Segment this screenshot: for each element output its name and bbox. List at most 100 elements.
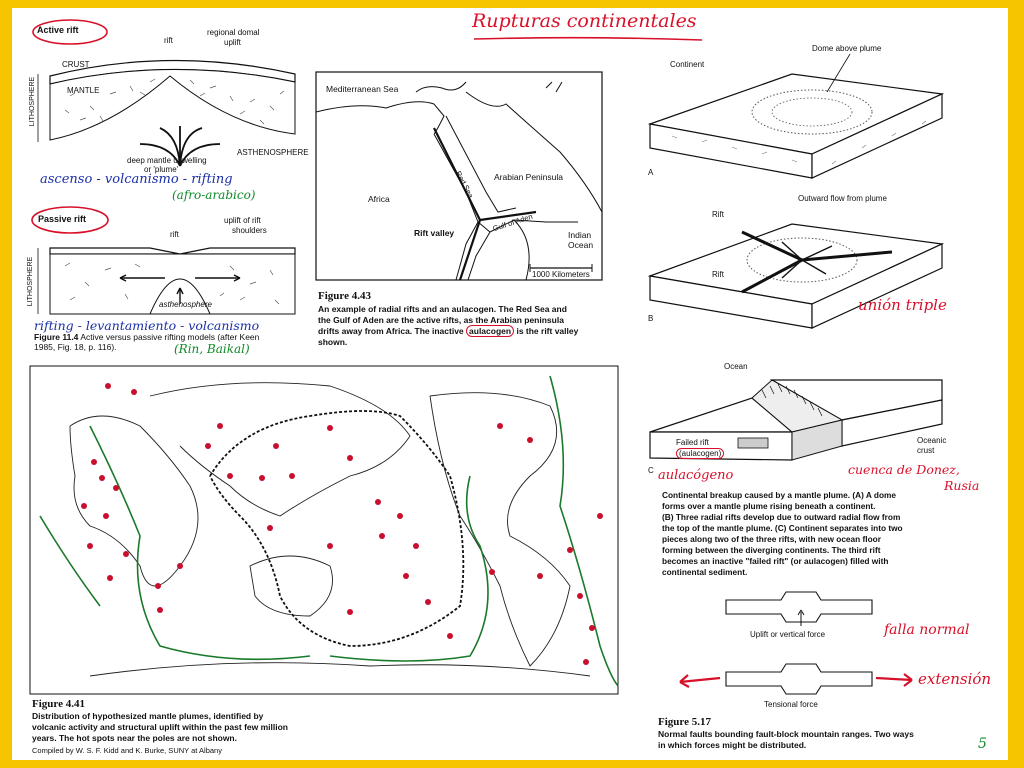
asthenosphere-label: ASTHENOSPHERE	[237, 148, 309, 157]
world-plume-map	[29, 365, 619, 695]
asthenosphere-label-2: asthenosphere	[159, 300, 212, 309]
title-underline	[473, 36, 703, 41]
upwelling-label-2: or 'plume'	[144, 165, 179, 174]
plume-dot	[99, 475, 105, 481]
note-union-triple: unión triple	[858, 296, 947, 314]
passive-rift-diagram	[31, 206, 296, 315]
plume-dot	[447, 633, 453, 639]
uplift-shoulders-1: uplift of rift	[224, 216, 261, 225]
map-label-mediterranean: Mediterranean Sea	[326, 84, 399, 94]
fig114-caption-1: Active versus passive rifting models (af…	[80, 332, 260, 342]
fig441-caption-2: volcanic activity and structural uplift …	[32, 722, 288, 732]
outward-flow-label: Outward flow from plume	[798, 194, 887, 203]
plume-dot	[81, 503, 87, 509]
plume-dot	[205, 443, 211, 449]
plume-dot	[105, 383, 111, 389]
fig114-caption-2: 1985, Fig. 18, p. 116).	[34, 342, 117, 352]
plume-dot	[131, 389, 137, 395]
active-rift-label: Active rift	[37, 25, 79, 35]
plume-dot	[489, 569, 495, 575]
plume-dot	[413, 543, 419, 549]
plume-dot	[91, 459, 97, 465]
regional-uplift-label-2: uplift	[224, 38, 241, 47]
map-scale: 1000 Kilometers	[532, 270, 590, 279]
plume-dot	[259, 475, 265, 481]
dome-label: Dome above plume	[812, 44, 882, 53]
block-diagram-a	[647, 53, 945, 179]
plume-dot	[537, 573, 543, 579]
uplift-force-label: Uplift or vertical force	[750, 630, 826, 639]
blocks-caption-5: pieces along two of the three rifts, wit…	[662, 534, 881, 544]
note-rin: (Rin, Baikal)	[174, 342, 250, 356]
failed-rift-aulacogen: (aulacogen)	[676, 448, 725, 459]
lithosphere-label: LITHOSPHERE	[29, 76, 37, 127]
lithosphere-label-2: LITHOSPHERE	[27, 256, 35, 307]
plume-dot	[597, 513, 603, 519]
plume-dot	[113, 485, 119, 491]
plume-dot	[375, 499, 381, 505]
tensional-force-label: Tensional force	[764, 700, 818, 709]
plume-dot	[425, 599, 431, 605]
rift-label-top: Rift	[712, 210, 724, 219]
plume-dot	[347, 455, 353, 461]
plume-dot	[327, 425, 333, 431]
plume-dot	[379, 533, 385, 539]
blocks-caption-7: becomes an inactive "failed rift" (or au…	[662, 556, 889, 566]
blocks-caption-1: Continental breakup caused by a mantle p…	[662, 490, 897, 500]
mantle-label: MANTLE	[67, 86, 100, 95]
plume-dot	[589, 625, 595, 631]
fig517-caption-1: Normal faults bounding fault-block mount…	[658, 729, 914, 739]
note-active: ascenso - volcanismo - rifting	[40, 172, 233, 187]
note-cuenca-1: cuenca de Donez,	[848, 462, 960, 477]
fig441-title: Figure 4.41	[32, 698, 85, 710]
fig114-caption: Figure 11.4 Active versus passive riftin…	[34, 332, 314, 352]
map-label-rift-valley: Rift valley	[414, 228, 455, 238]
fig517-caption: Normal faults bounding fault-block mount…	[658, 729, 978, 751]
plume-dot	[403, 573, 409, 579]
map-label-africa: Africa	[368, 194, 390, 204]
page-title: Rupturas continentales	[472, 10, 697, 32]
slide-page: Rupturas continentales Active rift rift …	[12, 8, 1008, 760]
blocks-caption-6: forming between the diverging continents…	[662, 545, 881, 555]
rift-label: rift	[164, 36, 173, 45]
note-extension: extensión	[918, 670, 992, 688]
blocks-caption-2: forms over a mantle plume rising beneath…	[662, 501, 876, 511]
block-a-label: A	[648, 168, 654, 177]
fig443-aulacogen: aulacogen	[466, 325, 515, 337]
plume-dot	[497, 423, 503, 429]
fig443-caption: An example of radial rifts and an aulaco…	[318, 304, 608, 348]
plume-dot	[103, 513, 109, 519]
fig441-caption: Distribution of hypothesized mantle plum…	[32, 711, 332, 744]
upwelling-label-1: deep mantle upwelling	[127, 156, 207, 165]
block-c-label: C	[648, 466, 654, 475]
blocks-caption-3: (B) Three radial rifts develop due to ou…	[662, 512, 901, 522]
regional-uplift-label-1: regional domal	[207, 28, 260, 37]
plume-dot	[217, 423, 223, 429]
block-diagram-b	[647, 223, 945, 329]
map-label-indian-1: Indian	[568, 230, 592, 240]
plume-dot	[177, 563, 183, 569]
active-rift-diagram	[32, 19, 296, 167]
plume-dot	[567, 547, 573, 553]
fig443-title: Figure 4.43	[318, 290, 371, 302]
fault-block-tension-diagram	[679, 663, 913, 695]
fig114-title: Figure 11.4	[34, 332, 79, 342]
page-number: 5	[978, 736, 987, 752]
plume-dot	[289, 473, 295, 479]
blocks-caption-4: the top of the mantle plume. (C) Contine…	[662, 523, 903, 533]
plume-dot	[227, 473, 233, 479]
map-label-arabian: Arabian Peninsula	[494, 172, 563, 182]
continent-label: Continent	[670, 60, 705, 69]
plume-dots	[81, 383, 603, 665]
map-label-indian-2: Ocean	[568, 240, 594, 250]
oceanic-label-2: crust	[917, 446, 935, 455]
blocks-caption-8: continental sediment.	[662, 567, 748, 577]
fig441-compiled: Compiled by W. S. F. Kidd and K. Burke, …	[32, 746, 222, 755]
plume-dot	[327, 543, 333, 549]
oceanic-label-1: Oceanic	[917, 436, 947, 445]
plume-dot	[267, 525, 273, 531]
uplift-shoulders-2: shoulders	[232, 226, 267, 235]
fig441-caption-3: years. The hot spots near the poles are …	[32, 733, 237, 743]
note-afro: (afro-arabico)	[172, 188, 256, 202]
plume-dot	[107, 575, 113, 581]
